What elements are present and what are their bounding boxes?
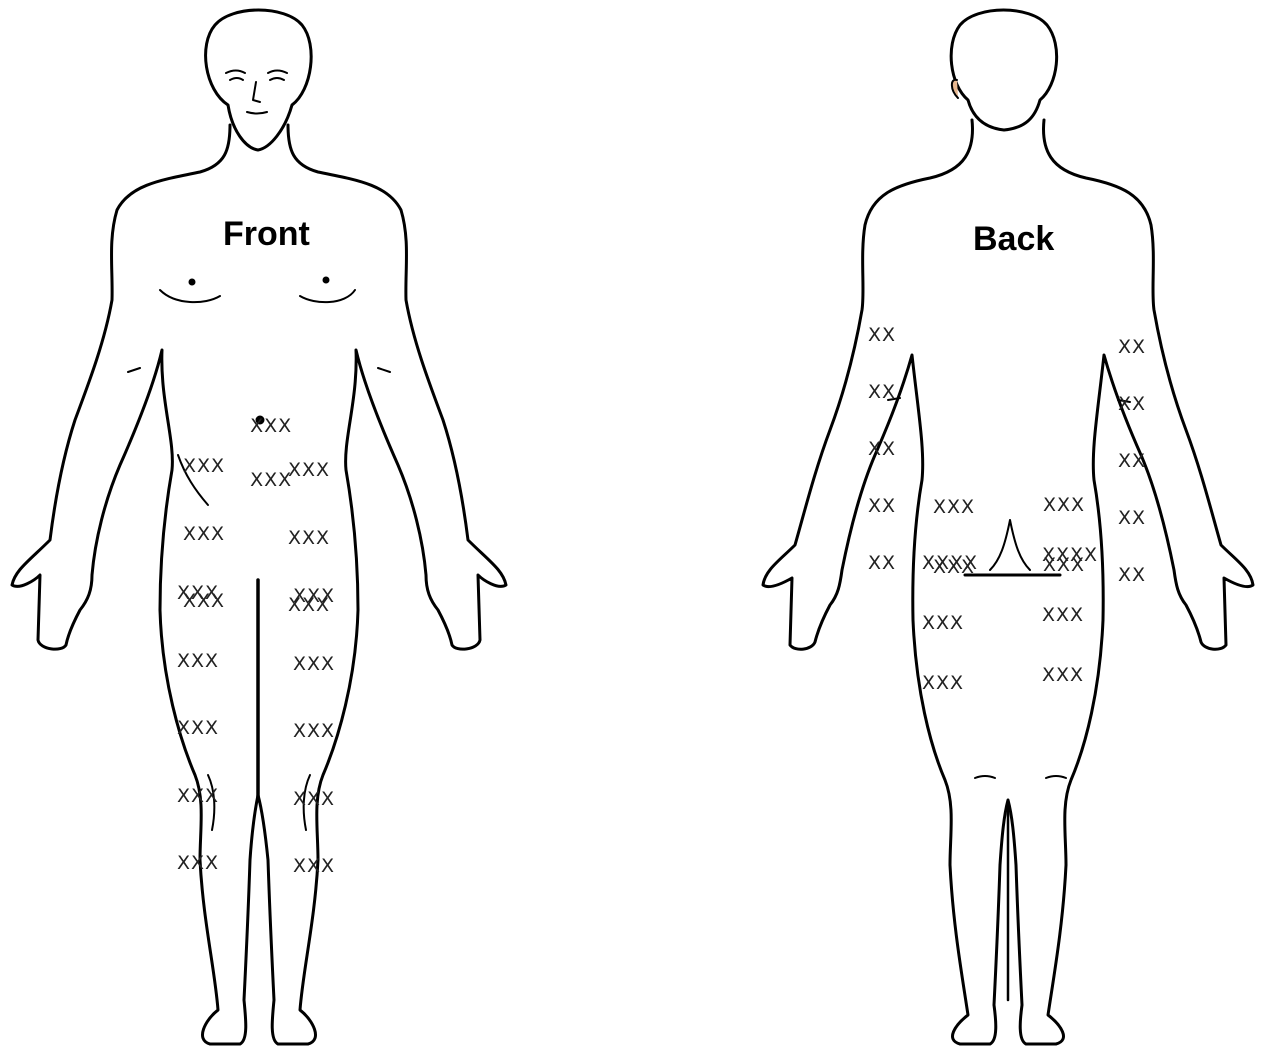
back-arm-right-marks: XX XX XX XX XX (1118, 300, 1146, 604)
mark-row: XXX (293, 855, 335, 878)
front-view-label: Front (223, 217, 310, 251)
mark-row: XX (1118, 509, 1146, 528)
back-buttock-right-marks: XXXX XXX XXX (1042, 505, 1098, 705)
front-head (206, 10, 312, 150)
mark-row: XXX (1042, 605, 1098, 625)
mark-row: XXXX (922, 553, 978, 573)
mark-row: XXX (177, 852, 219, 875)
mark-row: XXX (293, 585, 335, 608)
mark-row: XXX (293, 653, 335, 676)
mark-row: XX (1118, 338, 1146, 357)
mark-row: XX (1118, 395, 1146, 414)
mark-row: XXXX (1042, 545, 1098, 565)
mark-row: XX (868, 326, 896, 345)
back-view-label: Back (973, 222, 1054, 256)
mark-row: XXX (177, 717, 219, 740)
mark-row: XXX (288, 459, 330, 482)
mark-row: XXX (177, 582, 219, 605)
mark-row: XX (868, 497, 896, 516)
front-thigh-left-marks: XXX XXX XXX XXX XXX (177, 537, 219, 897)
front-abdomen-top-marks: XXX (236, 392, 292, 437)
back-buttock-left-marks: XXXX XXX XXX (922, 513, 978, 713)
mark-row: XXX (922, 673, 978, 693)
mark-row: XXX (293, 720, 335, 743)
mark-row: XXX (1042, 665, 1098, 685)
mark-row: XX (1118, 452, 1146, 471)
mark-row: XXX (250, 415, 292, 437)
mark-row: XX (868, 440, 896, 459)
back-figure (763, 10, 1253, 1044)
front-abdomen-center-marks: XXX (236, 446, 292, 491)
front-figure (12, 10, 506, 1044)
mark-row: XXX (177, 650, 219, 673)
back-head (951, 10, 1056, 130)
front-thigh-right-marks: XXX XXX XXX XXX XXX (293, 540, 335, 900)
mark-row: XX (868, 383, 896, 402)
mark-row: XXX (293, 788, 335, 811)
mark-row: XXX (183, 455, 225, 478)
mark-row: XX (868, 554, 896, 573)
mark-row: XXX (922, 613, 978, 633)
mark-row: XX (1118, 566, 1146, 585)
mark-row: XXX (250, 469, 292, 491)
mark-row: XXX (177, 785, 219, 808)
back-arm-left-marks: XX XX XX XX XX (868, 288, 896, 592)
